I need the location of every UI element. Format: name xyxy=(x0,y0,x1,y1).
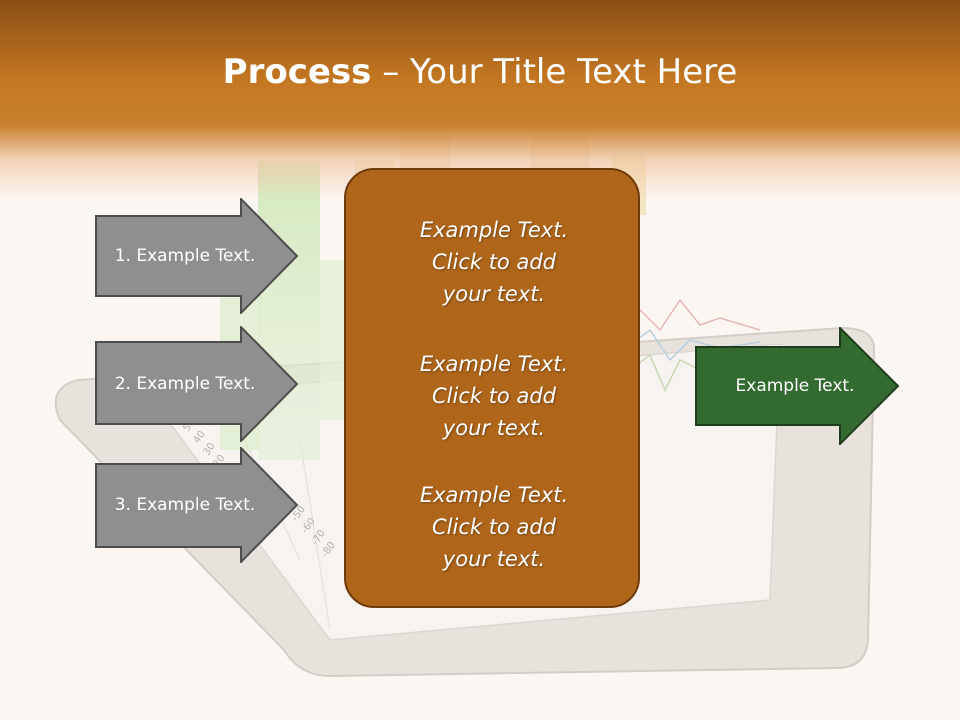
center-text-line: Example Text. xyxy=(419,483,569,507)
arrow-shape xyxy=(95,447,299,563)
left-arrow-label: 3. Example Text. xyxy=(114,495,256,515)
left-arrow-1[interactable]: 1. Example Text. xyxy=(95,198,299,314)
center-text-line: Example Text. xyxy=(419,352,569,376)
title-bold: Process xyxy=(222,52,372,92)
center-text-line: Click to add xyxy=(431,384,556,408)
center-text-line: your text. xyxy=(442,416,546,440)
graph-line xyxy=(629,353,701,392)
arrow-shape xyxy=(95,198,299,314)
arrow-shape xyxy=(95,326,299,442)
title-rest: Your Title Text Here xyxy=(410,52,738,92)
center-text-block-2[interactable]: Example Text. Click to add your text. xyxy=(346,348,642,444)
left-arrow-2[interactable]: 2. Example Text. xyxy=(95,326,299,442)
left-arrow-label: 2. Example Text. xyxy=(114,374,256,394)
header-band xyxy=(0,0,960,200)
left-arrow-3[interactable]: 3. Example Text. xyxy=(95,447,299,563)
title-dash: – xyxy=(371,52,411,92)
slide-title[interactable]: Process – Your Title Text Here xyxy=(0,52,960,92)
graph-line xyxy=(599,298,761,332)
center-text-line: Click to add xyxy=(431,250,556,274)
center-text-line: your text. xyxy=(442,282,546,306)
center-text-line: Example Text. xyxy=(419,218,569,242)
center-text-line: Click to add xyxy=(431,515,556,539)
center-text-block-1[interactable]: Example Text. Click to add your text. xyxy=(346,214,642,310)
left-arrow-label: 1. Example Text. xyxy=(114,246,256,266)
right-arrow[interactable]: Example Text. xyxy=(695,327,900,445)
center-text-block-3[interactable]: Example Text. Click to add your text. xyxy=(346,479,642,575)
right-arrow-label: Example Text. xyxy=(735,376,855,396)
center-text-line: your text. xyxy=(442,547,546,571)
arrow-shape xyxy=(695,327,900,445)
center-text-box[interactable]: Example Text. Click to add your text. Ex… xyxy=(344,168,640,608)
